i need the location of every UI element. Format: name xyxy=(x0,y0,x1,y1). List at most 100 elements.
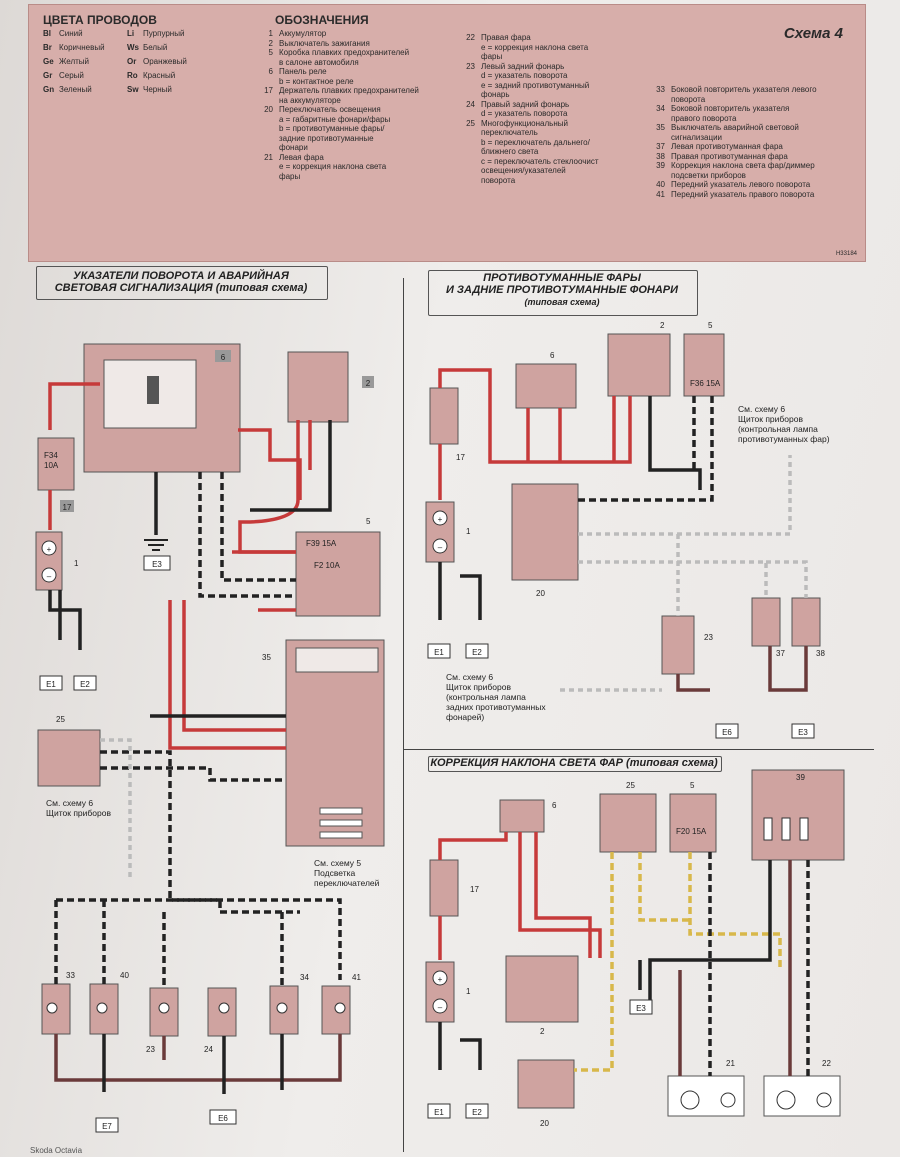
symbol-entry: d = указатель поворота xyxy=(481,109,568,118)
ground-e3-left xyxy=(144,539,168,551)
svg-text:–: – xyxy=(438,543,443,552)
lamp-34: 34 xyxy=(269,973,309,1035)
symbol-entry: фонари xyxy=(279,143,308,152)
symbol-entry: задние противотуманные xyxy=(279,133,374,143)
label-6: 6 xyxy=(221,353,226,362)
lamp-24: 24 xyxy=(204,987,237,1054)
lamp-41: 41 xyxy=(321,973,361,1035)
fuse-box-5-level xyxy=(669,793,717,853)
label-35: 35 xyxy=(262,653,271,662)
lamp-40: 40 xyxy=(89,971,129,1035)
ground-e6-fog: E6 xyxy=(722,728,732,737)
ignition-switch-2 xyxy=(287,351,349,423)
symbol-entry: фары xyxy=(279,171,301,181)
symbols-title: ОБОЗНАЧЕНИЯ xyxy=(275,13,369,27)
ground-e3-left-box xyxy=(143,555,171,571)
symbol-entry: правого поворота xyxy=(671,113,737,123)
ground-e2-fog: E2 xyxy=(472,648,482,657)
fog-title-line3: (типовая схема) xyxy=(524,297,600,307)
ignition-switch-2-level xyxy=(505,955,579,1023)
tag-6 xyxy=(215,350,231,362)
label-6-level: 6 xyxy=(552,801,557,810)
label-20-level: 20 xyxy=(540,1119,549,1128)
fog-lamp-38 xyxy=(791,597,821,647)
label-5-left: 5 xyxy=(366,517,371,526)
fog-lamp-37 xyxy=(751,597,781,647)
symbol-entry: c = переключатель стеклоочист xyxy=(481,156,599,166)
label-17-fog: 17 xyxy=(456,453,465,462)
relay-coil xyxy=(147,376,159,404)
fog-section-title: ПРОТИВОТУМАННЫЕ ФАРЫ И ЗАДНИЕ ПРОТИВОТУМ… xyxy=(428,272,696,308)
light-switch-20 xyxy=(511,483,579,581)
relay-panel-6-fog xyxy=(515,363,577,409)
symbol-entry: d = указатель поворота xyxy=(481,71,568,80)
ground-e6-left: E6 xyxy=(218,1114,228,1123)
label-23-fog: 23 xyxy=(704,633,713,642)
svg-text:+: + xyxy=(438,975,443,984)
fuse-box-5 xyxy=(295,531,381,617)
tag-17 xyxy=(60,500,74,512)
horizontal-divider xyxy=(404,749,874,750)
turn-title-line1: УКАЗАТЕЛИ ПОВОРОТА И АВАРИЙНАЯ xyxy=(73,270,289,282)
fuse-f34-amp-left: 10A xyxy=(44,461,59,470)
ignition-switch-2-fog xyxy=(607,333,671,397)
label-5-level: 5 xyxy=(690,781,695,790)
symbol-entry: сигнализации xyxy=(671,132,723,142)
fuse-holder-17-level xyxy=(429,859,459,917)
label-25-left: 25 xyxy=(56,715,65,724)
label-1-level: 1 xyxy=(466,987,471,996)
label-2-fog: 2 xyxy=(660,321,665,330)
symbol-entry: b = контактное реле xyxy=(279,76,354,86)
svg-text:24: 24 xyxy=(204,1045,213,1054)
ground-e2-left: E2 xyxy=(80,680,90,689)
footer: Skoda Octavia xyxy=(30,1146,83,1155)
relay-panel-6-level xyxy=(499,799,545,833)
note-see-scheme6-fog: См. схему 6 Щиток приборов (контрольная … xyxy=(738,404,830,444)
fuse-f36: F36 15A xyxy=(690,379,721,388)
fuse-f39: F39 15A xyxy=(306,539,337,548)
label-6-fog: 6 xyxy=(550,351,555,360)
label-39: 39 xyxy=(796,773,805,782)
symbol-entry: e = коррекция наклона света xyxy=(481,42,589,52)
lamp-23: 23 xyxy=(146,987,179,1054)
label-17-level: 17 xyxy=(470,885,479,894)
ground-e1-fog: E1 xyxy=(434,648,444,657)
fuse-f20: F20 15A xyxy=(676,827,707,836)
fog-title-line2: И ЗАДНИЕ ПРОТИВОТУМАННЫЕ ФОНАРИ xyxy=(445,284,679,296)
svg-text:41: 41 xyxy=(352,973,361,982)
ground-e1-left: E1 xyxy=(46,680,56,689)
fuse-box-5-fog xyxy=(683,333,725,397)
multi-switch-25-left xyxy=(37,729,101,787)
note-see-scheme6-left: См. схему 6 Щиток приборов xyxy=(46,798,111,818)
svg-text:23: 23 xyxy=(146,1045,155,1054)
rear-fog-lamp-23 xyxy=(661,615,695,675)
symbol-entry: ближнего света xyxy=(481,147,539,156)
label-38: 38 xyxy=(816,649,825,658)
symbol-entry: фары xyxy=(481,52,503,61)
sheet-code: H33184 xyxy=(835,251,857,257)
fog-title-line1: ПРОТИВОТУМАННЫЕ ФАРЫ xyxy=(483,272,641,284)
label-2-level: 2 xyxy=(540,1027,545,1036)
label-17: 17 xyxy=(63,503,72,512)
ground-e3-level: E3 xyxy=(636,1004,646,1013)
